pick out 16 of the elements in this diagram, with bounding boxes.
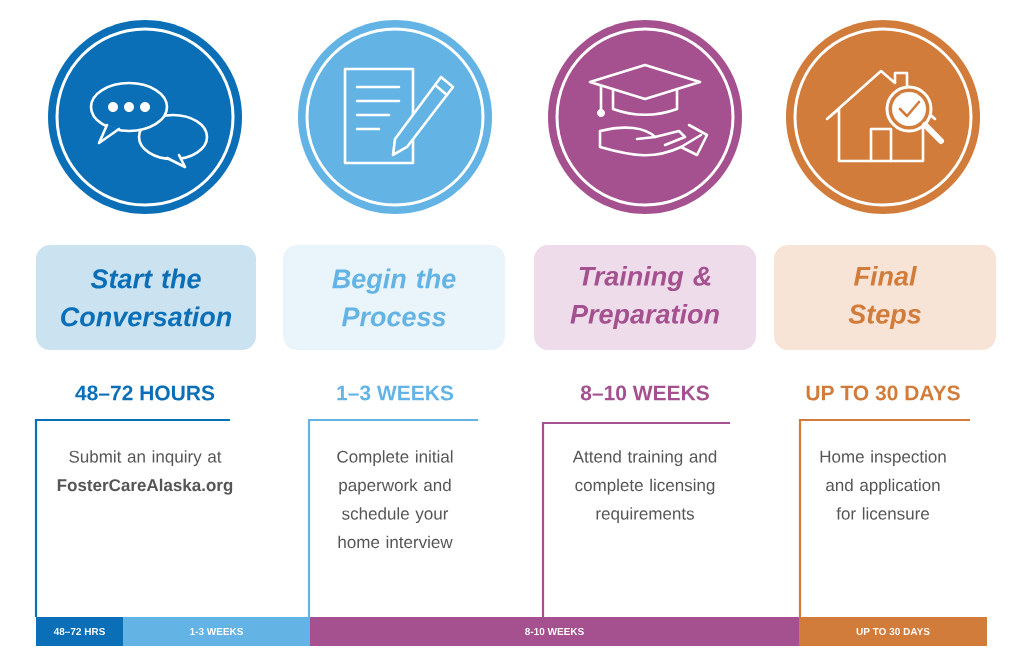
step-title-box: Training & Preparation bbox=[534, 245, 756, 350]
timeline-bar-segment: 8-10 WEEKS bbox=[310, 617, 799, 646]
step-title-box: Start the Conversation bbox=[36, 245, 256, 350]
step-title-box: Final Steps bbox=[774, 245, 996, 350]
duration-heading: UP TO 30 DAYS bbox=[806, 385, 960, 401]
step-description: Attend training and complete licensing requirements bbox=[572, 450, 717, 524]
timeline-bar-segment: UP TO 30 DAYS bbox=[799, 617, 987, 646]
step-description: Complete initial paperwork and schedule your home interview bbox=[337, 450, 453, 549]
duration-heading: 48–72 HOURS bbox=[75, 385, 215, 401]
step-description: Submit an inquiry at FosterCareAlaska.org bbox=[57, 450, 233, 495]
timeline-bar-segment: 1-3 WEEKS bbox=[123, 617, 310, 646]
duration-heading: 1–3 WEEKS bbox=[337, 385, 454, 401]
duration-heading: 8–10 WEEKS bbox=[580, 385, 709, 401]
timeline-bar-segment: 48–72 HRS bbox=[36, 617, 123, 646]
step-title-box: Begin the Process bbox=[283, 245, 505, 350]
step-description: Home inspection and application for licensure bbox=[820, 450, 946, 520]
